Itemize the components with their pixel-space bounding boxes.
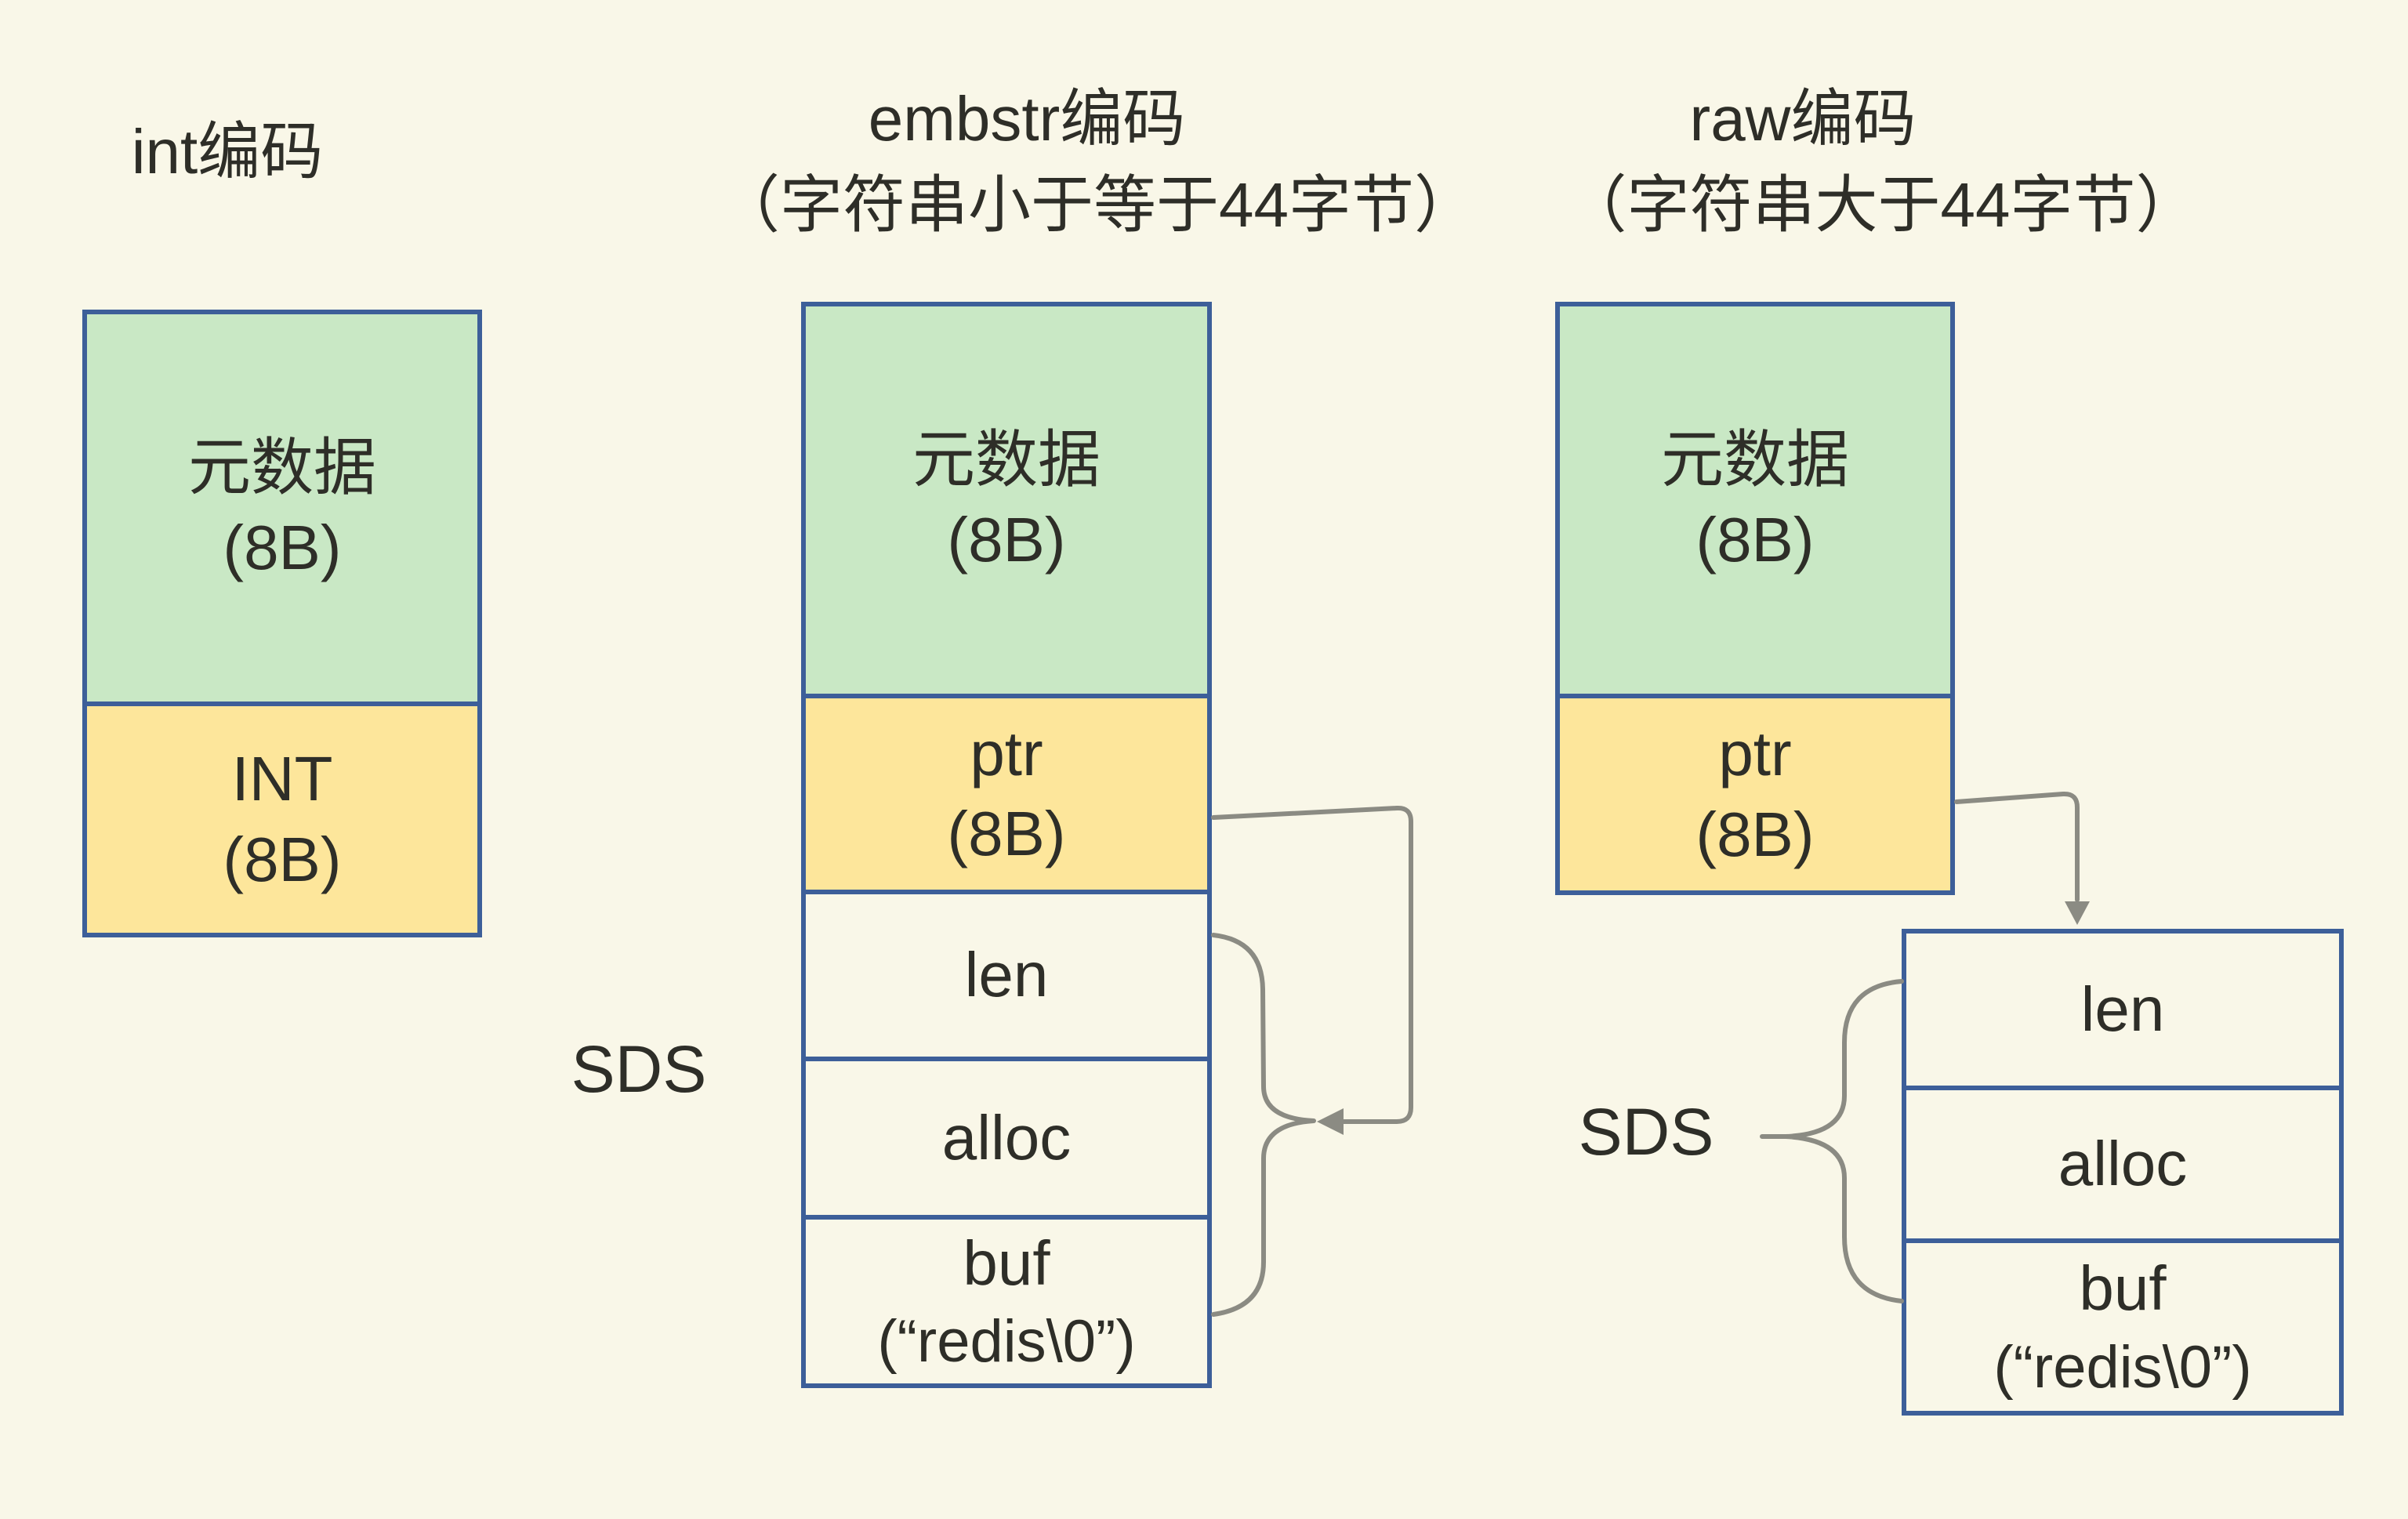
embstr-sds-brace — [1211, 933, 1316, 1317]
embstr-encoding-subtitle: （字符串小于等于44字节） — [717, 170, 1477, 240]
raw-sds-brace — [1760, 979, 1904, 1303]
int-metadata-cell: 元数据 (8B) — [82, 310, 482, 706]
raw-ptr-cell: ptr (8B) — [1555, 694, 1955, 895]
embstr-len-label: len — [964, 940, 1049, 1010]
raw-metadata-size: (8B) — [1695, 505, 1815, 575]
raw-metadata-label: 元数据 — [1661, 424, 1849, 495]
embstr-alloc-label: alloc — [941, 1102, 1072, 1173]
embstr-buf-value: (“redis\0”) — [877, 1308, 1136, 1376]
embstr-ptr-label: ptr — [970, 718, 1043, 789]
int-value-cell: INT (8B) — [82, 701, 482, 937]
int-metadata-label: 元数据 — [188, 432, 376, 502]
embstr-buf-label: buf — [963, 1227, 1050, 1298]
raw-alloc-label: alloc — [2058, 1129, 2188, 1199]
embstr-buf-cell: buf (“redis\0”) — [801, 1215, 1212, 1388]
embstr-sds-label: SDS — [571, 1032, 707, 1106]
embstr-metadata-label: 元数据 — [912, 424, 1101, 495]
raw-encoding-subtitle: （字符串大于44字节） — [1564, 170, 2199, 240]
embstr-alloc-cell: alloc — [801, 1057, 1212, 1220]
embstr-len-cell: len — [801, 890, 1212, 1061]
raw-len-label: len — [2080, 973, 2165, 1044]
raw-sds-label: SDS — [1578, 1095, 1714, 1169]
raw-alloc-cell: alloc — [1902, 1086, 2344, 1243]
raw-buf-cell: buf (“redis\0”) — [1902, 1238, 2344, 1416]
embstr-metadata-cell: 元数据 (8B) — [801, 302, 1212, 698]
arrowhead-down-icon — [2065, 901, 2090, 925]
raw-buf-value: (“redis\0”) — [1993, 1333, 2252, 1401]
embstr-ptr-pointer-line — [1211, 805, 1413, 1124]
raw-ptr-label: ptr — [1718, 719, 1792, 789]
raw-buf-label: buf — [2079, 1253, 2167, 1324]
embstr-ptr-cell: ptr (8B) — [801, 694, 1212, 894]
raw-ptr-pointer-line — [1954, 791, 2080, 902]
raw-len-cell: len — [1902, 929, 2344, 1090]
int-value-label: INT — [231, 744, 333, 814]
embstr-metadata-size: (8B) — [947, 505, 1066, 575]
arrowhead-left-icon — [1317, 1108, 1344, 1135]
raw-ptr-size: (8B) — [1695, 799, 1815, 869]
embstr-encoding-title: embstr编码 — [868, 84, 1186, 154]
embstr-ptr-size: (8B) — [947, 799, 1066, 868]
raw-encoding-title: raw编码 — [1689, 84, 1917, 154]
raw-metadata-cell: 元数据 (8B) — [1555, 302, 1955, 698]
int-value-size: (8B) — [223, 824, 342, 894]
int-encoding-title: int编码 — [131, 117, 324, 187]
int-metadata-size: (8B) — [223, 513, 342, 582]
